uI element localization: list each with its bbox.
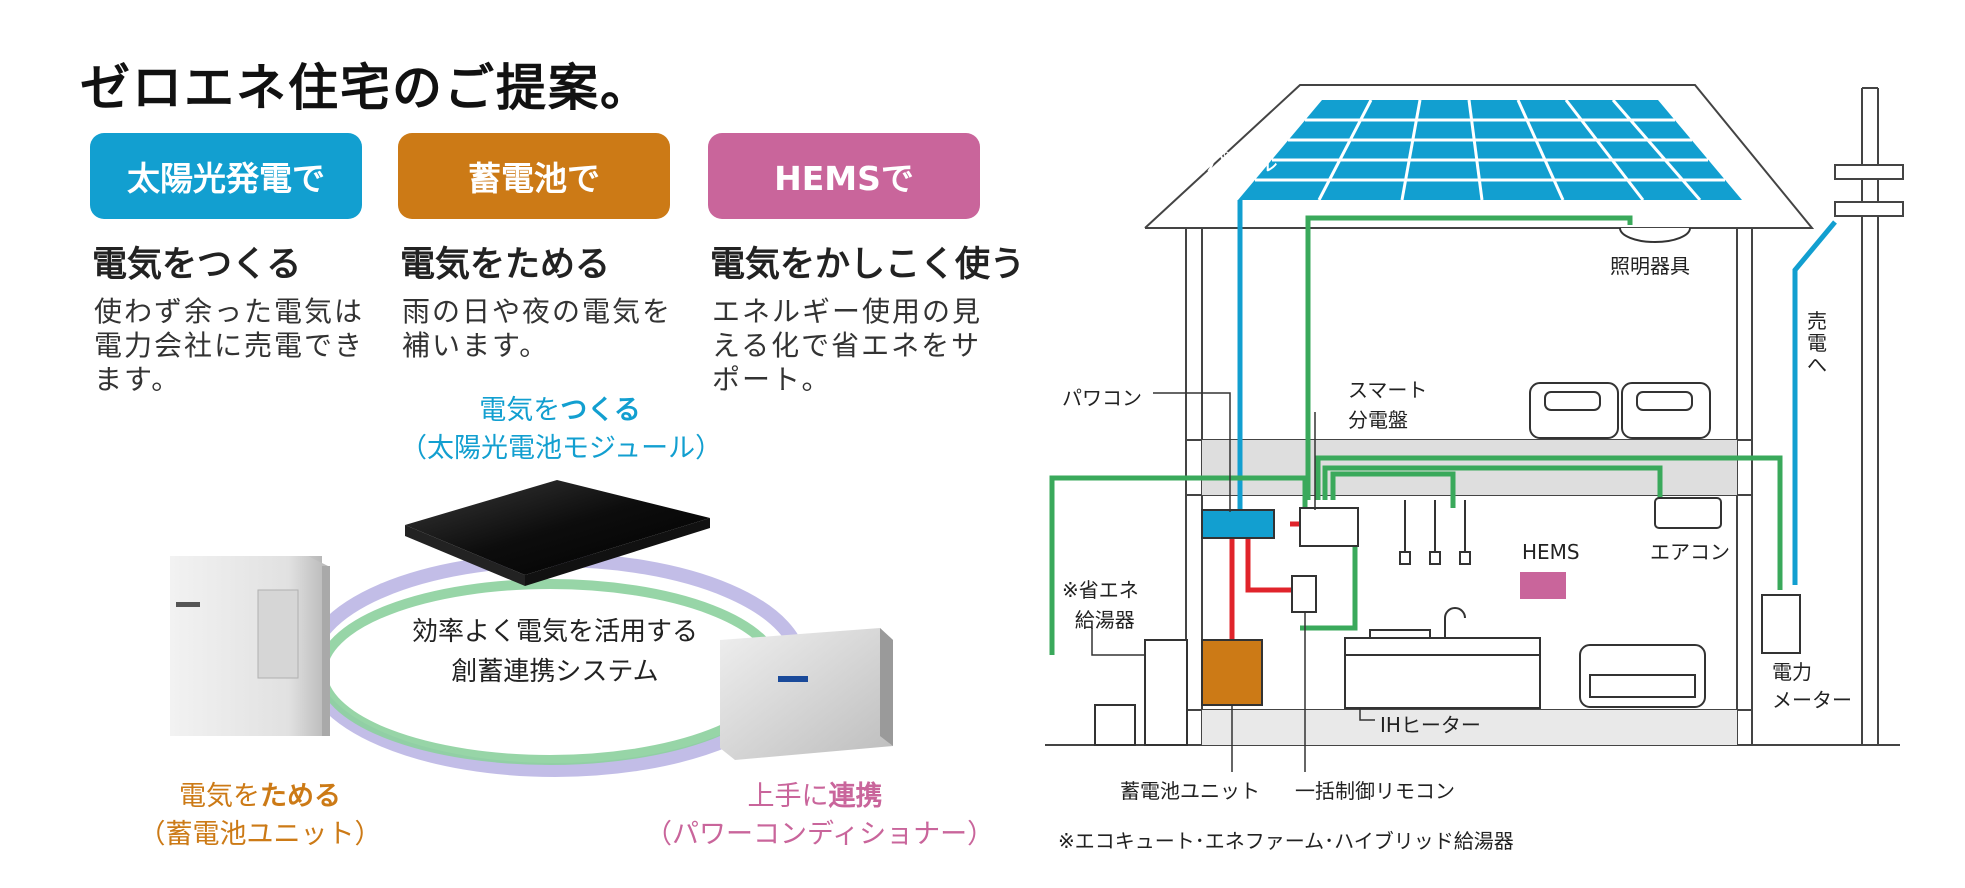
page-title: ゼロエネ住宅のご提案。 <box>80 59 652 117</box>
air-conditioner-icon <box>1654 497 1722 529</box>
air-conditioner-label: エアコン <box>1650 540 1730 564</box>
solar-heading: 電気をつくる <box>92 245 302 285</box>
meter-label: 電力メーター <box>1772 660 1852 712</box>
hems-description: エネルギー使用の見える化で省エネをサポート。 <box>712 295 983 396</box>
hems-label: HEMS <box>1522 540 1580 564</box>
roof <box>1144 84 1815 229</box>
pcs-label: 上手に連携 （パワーコンディショナー） <box>645 781 995 850</box>
battery-box <box>1201 639 1263 706</box>
kitchen-counter <box>1344 637 1541 709</box>
module-label: 電気をつくる （太陽光電池モジュール） <box>400 395 723 464</box>
battery-label: 電気をためる （蓄電池ユニット） <box>138 781 382 850</box>
smart-panel-box <box>1299 507 1359 547</box>
hems-heading: 電気をかしこく使う <box>710 245 1026 285</box>
center-label: 効率よく電気を活用する創蓄連携システム <box>411 617 698 687</box>
remote-label: 一括制御リモコン <box>1295 779 1455 803</box>
hems-pill: HEMSで <box>708 133 980 219</box>
system-illustration <box>170 480 893 777</box>
battery-heading: 電気をためる <box>400 245 611 285</box>
solar-panel-grid <box>1238 99 1742 201</box>
battery-unit-label: 蓄電池ユニット <box>1120 779 1260 803</box>
lighting-label: 照明器具 <box>1610 254 1690 278</box>
battery-description: 雨の日や夜の電気を補います。 <box>402 295 673 362</box>
power-conditioner-box <box>1201 509 1275 539</box>
meter-box <box>1761 594 1801 654</box>
sell-label: 売電へ <box>1807 309 1827 377</box>
ih-heater-label: IHヒーター <box>1380 713 1481 737</box>
power-conditioner-label: パワコン <box>1062 386 1142 410</box>
footnote: ※エコキュート･エネファーム･ハイブリッド給湯器 <box>1058 829 1514 853</box>
water-heater-label: ※省エネ 給湯器 <box>1062 578 1139 632</box>
remote-box <box>1291 575 1317 613</box>
hems-box <box>1520 572 1566 599</box>
battery-unit <box>170 556 330 736</box>
power-conditioner-unit <box>720 628 893 760</box>
solar-description: 使わず余った電気は電力会社に売電できます。 <box>94 295 365 396</box>
solar-pill: 太陽光発電で <box>90 133 362 219</box>
smart-panel-label: スマート分電盤 <box>1348 378 1428 432</box>
house-diagram <box>1045 84 1904 772</box>
solar-module <box>405 480 710 586</box>
battery-pill: 蓄電池で <box>398 133 670 219</box>
water-heater-box <box>1144 639 1188 746</box>
solar-panel-label: 太陽電池パネル <box>1110 149 1278 177</box>
